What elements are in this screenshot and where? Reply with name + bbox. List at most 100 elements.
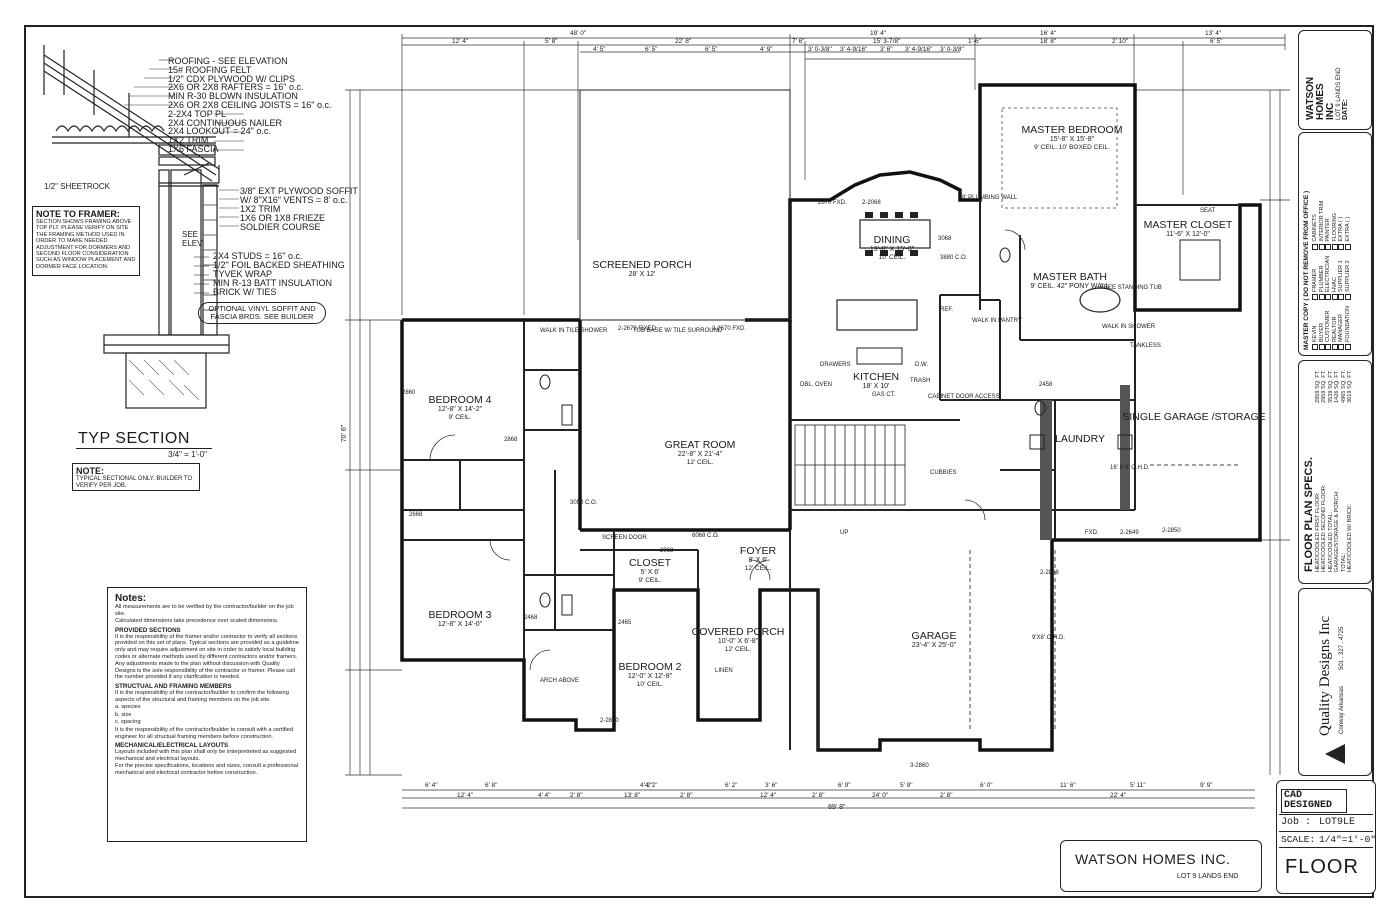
job-block: CAD DESIGNED Job : LOT9LE SCALE: 1/4"=1'… bbox=[1276, 780, 1376, 894]
section-callout: 1X6 OR 1X8 FRIEZE bbox=[240, 213, 326, 223]
section-callout: 2X6 OR 2X8 CEILING JOISTS = 16" o.c. bbox=[168, 99, 332, 110]
note-item: For the precise specifications, location… bbox=[115, 763, 299, 776]
checklist-item[interactable]: FOUNDATION bbox=[1345, 306, 1352, 350]
note-item: a. species bbox=[115, 704, 141, 711]
checkbox-icon[interactable] bbox=[1331, 294, 1338, 301]
foundation-drawing bbox=[103, 334, 230, 409]
roof-framing-drawing bbox=[43, 45, 220, 182]
structural-list: It is the responsibility of the contract… bbox=[115, 690, 299, 740]
checkbox-icon[interactable] bbox=[1325, 243, 1332, 250]
top-dimension-lines bbox=[401, 34, 1286, 315]
checkbox-icon[interactable] bbox=[1344, 344, 1351, 350]
checkbox-icon[interactable] bbox=[1325, 344, 1332, 350]
sheet-name: FLOOR bbox=[1285, 856, 1359, 878]
checkbox-icon[interactable] bbox=[1312, 294, 1319, 301]
note-item: Any adjustments made to the plan without… bbox=[115, 661, 295, 681]
checklist-label: EXTRA ( ) bbox=[1344, 216, 1351, 242]
note-item: b. size bbox=[115, 711, 132, 718]
checkbox-icon[interactable] bbox=[1331, 344, 1338, 350]
master-copy-title: MASTER COPY ( DO NOT REMOVE FROM OFFICE … bbox=[1303, 190, 1310, 350]
note-item: c. spacing bbox=[115, 719, 141, 726]
screened-porch-outline bbox=[579, 89, 791, 321]
free-standing-tub bbox=[1079, 287, 1121, 313]
drawing-sheet-border bbox=[24, 25, 1374, 898]
note-item: All measurements are to be verified by t… bbox=[115, 604, 294, 617]
foundation-hatch bbox=[128, 359, 200, 401]
section-callout: 1/2" FOIL BACKED SHEATHING bbox=[213, 260, 345, 270]
master-copy-box bbox=[1298, 132, 1372, 356]
section-callout: SOLDIER COURSE bbox=[240, 222, 321, 232]
note-item: Calculated dimensions take precedence ov… bbox=[115, 618, 279, 625]
checkbox-icon[interactable] bbox=[1338, 243, 1345, 250]
section-callout: 2X6 OR 2X8 RAFTERS = 16" o.c. bbox=[168, 82, 304, 93]
checkbox-icon[interactable] bbox=[1331, 243, 1338, 250]
checkbox-icon[interactable] bbox=[1338, 344, 1345, 350]
structural-title: STRUCTUAL AND FRAMING MEMBERS bbox=[115, 682, 232, 690]
section-callout: 2X4 STUDS = 16" o.c. bbox=[213, 251, 303, 261]
typ-section-title: TYP SECTION bbox=[78, 430, 190, 447]
section-callout: 15# ROOFING FELT bbox=[168, 64, 252, 75]
closet-island bbox=[1179, 239, 1221, 281]
checkbox-icon[interactable] bbox=[1344, 294, 1351, 301]
checkbox-icon[interactable] bbox=[1325, 294, 1332, 301]
title-underline bbox=[76, 448, 212, 449]
cad-designed-label: CAD DESIGNED bbox=[1281, 789, 1347, 813]
designer-box bbox=[1298, 588, 1372, 776]
typ-section-note-title: NOTE: bbox=[76, 466, 104, 476]
checklist-label: SUPPLIER 2 bbox=[1344, 260, 1351, 293]
section-callout: 1/2" CDX PLYWOOD W/ CLIPS bbox=[168, 73, 296, 84]
date-label: DATE: bbox=[1342, 99, 1349, 120]
mech-elec-list: Layouts included with this plan shall on… bbox=[115, 749, 299, 776]
section-callouts-wall: 2X4 STUDS = 16" o.c.1/2" FOIL BACKED SHE… bbox=[213, 252, 345, 297]
section-callout: 1X2 TRIM bbox=[240, 204, 281, 214]
project-title: WATSON HOMES INC. bbox=[1075, 851, 1231, 867]
floor-plan-specs-box bbox=[1298, 360, 1372, 584]
section-callout: 2-2X4 TOP PL bbox=[168, 108, 227, 119]
specs-title: FLOOR PLAN SPECS. bbox=[1303, 457, 1315, 572]
general-notes-title: Notes: bbox=[115, 593, 147, 604]
provided-sections-title: PROVIDED SECTIONS bbox=[115, 626, 181, 634]
project-subtitle: LOT 9 LANDS END bbox=[1177, 873, 1239, 880]
designer-phone: 501 . 327 . 4725 bbox=[1339, 626, 1345, 670]
section-callout: 1X6 FASCIA bbox=[168, 143, 219, 154]
interior-walls bbox=[402, 200, 1240, 750]
checklist-item[interactable]: EXTRA ( ) bbox=[1345, 201, 1352, 250]
leader-lines bbox=[124, 59, 244, 294]
master-copy-vertical: MASTER COPY ( DO NOT REMOVE FROM OFFICE … bbox=[1303, 136, 1367, 350]
vertical-text-group: MASTER COPY ( DO NOT REMOVE FROM OFFICE … bbox=[1303, 136, 1367, 350]
floor-plan-specs-vertical: FLOOR PLAN SPECS.HEAT/COOLED FIRST FLOOR… bbox=[1303, 366, 1367, 576]
quality-designs-logo bbox=[1325, 744, 1345, 764]
boxed-ceiling-outline bbox=[1001, 107, 1118, 209]
checkbox-icon[interactable] bbox=[1338, 294, 1345, 301]
note-item: Layouts included with this plan shall on… bbox=[115, 749, 297, 762]
checkbox-icon[interactable] bbox=[1318, 294, 1325, 301]
designer-name: Quality Designs Inc bbox=[1317, 616, 1333, 736]
checkbox-icon[interactable] bbox=[1312, 243, 1319, 250]
checklist-label: FOUNDATION bbox=[1344, 306, 1351, 342]
client-title-box bbox=[1298, 30, 1372, 130]
checklist-item[interactable]: SUPPLIER 2 bbox=[1344, 256, 1352, 301]
checkbox-icon[interactable] bbox=[1344, 243, 1351, 250]
section-callout: 2X4 CONTINUOUS NAILER bbox=[168, 117, 283, 128]
checkbox-icon[interactable] bbox=[1318, 243, 1325, 250]
note-to-framer-body: SECTION SHOWS FRAMING ABOVE TOP PLT. PLE… bbox=[36, 219, 136, 270]
checkbox-icon[interactable] bbox=[1318, 344, 1325, 350]
job-label: Job : bbox=[1281, 817, 1312, 828]
door-swings bbox=[429, 229, 1026, 671]
general-notes-box: Notes: All measurements are to be verifi… bbox=[107, 587, 307, 842]
checkbox-icon[interactable] bbox=[1312, 344, 1319, 350]
job-number: LOT9LE bbox=[1319, 817, 1356, 828]
kitchen-island bbox=[836, 299, 918, 331]
general-notes-list: All measurements are to be verified by t… bbox=[115, 604, 299, 625]
dining-chairs bbox=[865, 212, 918, 256]
section-callout: MIN R-30 BLOWN INSULATION bbox=[168, 91, 298, 102]
spec-row: HEAT/COOLED W/ BRICK:3619 SQ. FT. bbox=[1347, 366, 1353, 576]
optional-vinyl-soffit-note: OPTIONAL VINYL SOFFIT AND FASCIA BRDS. S… bbox=[198, 302, 326, 324]
section-callout: ROOFING - SEE ELEVATION bbox=[168, 56, 288, 66]
bath-fixtures bbox=[539, 247, 1133, 616]
typ-section-scale: 3/4" = 1'-0" bbox=[168, 450, 208, 459]
